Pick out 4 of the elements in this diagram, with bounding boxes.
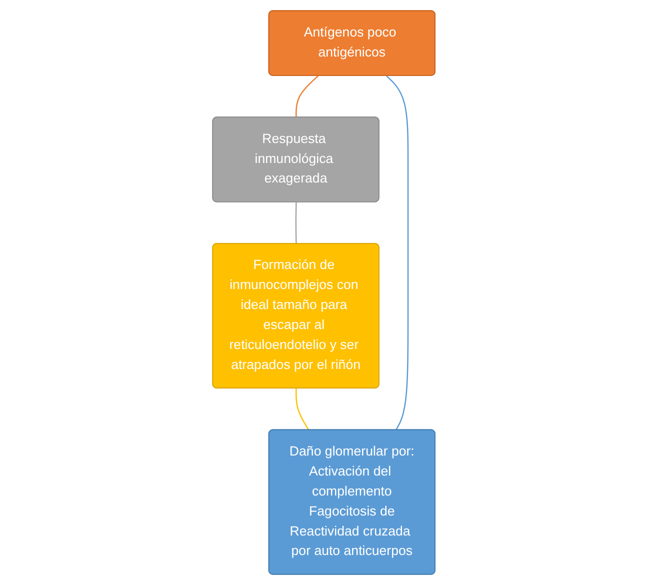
- connector: [296, 388, 310, 430]
- connector: [296, 75, 319, 118]
- connector: [295, 202, 297, 244]
- connector: [386, 75, 409, 430]
